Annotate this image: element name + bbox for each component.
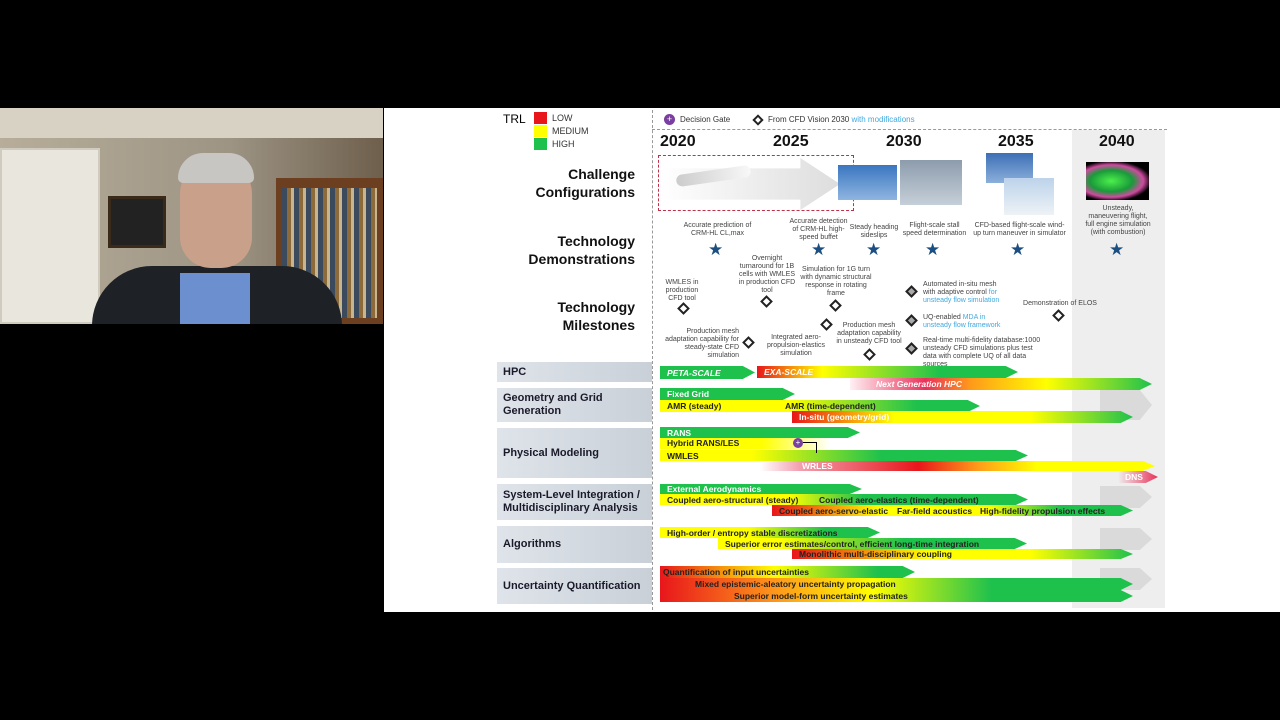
demo-caption: Unsteady, maneuvering flight, full engin… [1085, 205, 1151, 236]
demo-caption: Accurate detection of CRM-HL high-speed … [789, 218, 848, 241]
milestone-text-highlight: for unsteady flow simulation [923, 289, 1000, 304]
arrow-wrles: WRLES [760, 461, 1155, 471]
far-field-acoustics-label: Far-field acoustics [897, 506, 973, 516]
star-icon: ★ [1010, 240, 1026, 259]
transition-connector [803, 442, 817, 453]
trl-level-label: LOW [552, 113, 573, 123]
decision-gate-icon: + [664, 114, 675, 125]
star-icon: ★ [866, 240, 882, 259]
arrow-coupled-aero-structural: Coupled aero-structural (steady) [660, 494, 1028, 505]
year-2040: 2040 [1099, 133, 1135, 150]
framed-picture [108, 196, 166, 248]
milestone-caption: UQ-enabled MDA in unsteady flow framewor… [923, 314, 1003, 330]
from-vision-label: From CFD Vision 2030 with modifications [768, 115, 915, 124]
row-label-uq: Uncertainty Quantification [497, 568, 652, 604]
arrow-high-order: High-order / entropy stable discretizati… [660, 527, 880, 538]
arrow-peta-scale: PETA-SCALE [660, 366, 755, 379]
milestone-caption: Real-time multi-fidelity database:1000 u… [923, 337, 1041, 368]
milestone-caption: Demonstration of ELOS [1023, 300, 1097, 307]
row-label-hpc: HPC [497, 362, 652, 382]
milestone-text: UQ-enabled [923, 314, 961, 321]
door [0, 148, 100, 324]
trl-level-label: HIGH [552, 139, 575, 149]
challenge-configurations-header: Challenge Configurations [535, 166, 635, 200]
milestone-caption: Overnight turnaround for 1B cells with W… [738, 255, 796, 294]
arrow-external-aerodynamics: External Aerodynamics [660, 484, 862, 494]
milestone-caption: Automated in-situ mesh with adaptive con… [923, 281, 1003, 305]
row-label-system-level: System-Level Integration / Multidiscipli… [497, 484, 652, 520]
arrow-amr: AMR (steady) [660, 400, 980, 412]
star-icon: ★ [811, 240, 827, 259]
milestone-caption: Production mesh adaptation capability fo… [665, 328, 739, 359]
milestone-text-highlight: MDA in unsteady flow framework [923, 314, 1001, 329]
gray-arrow [1100, 486, 1152, 508]
arrow-next-gen-hpc: Next Generation HPC [850, 378, 1152, 390]
coupled-aero-elastics-label: Coupled aero-elastics (time-dependent) [819, 495, 979, 505]
arrow-fixed-grid: Fixed Grid [660, 388, 795, 400]
trl-swatch-medium [534, 125, 547, 137]
shirt [180, 273, 250, 324]
person-hair [178, 153, 254, 183]
arrow-rans: RANS [660, 427, 860, 438]
trl-label: TRL [503, 112, 526, 126]
arrow-amr-time-dependent-label: AMR (time-dependent) [785, 401, 876, 411]
arrow-monolithic-coupling: Monolithic multi-disciplinary coupling [792, 549, 1133, 559]
year-2035: 2035 [998, 133, 1034, 150]
milestone-caption: WMLES in production CFD tool [665, 279, 699, 302]
engine-simulation-image [1086, 162, 1149, 200]
demo-caption: CFD-based flight-scale wind-up turn mane… [973, 222, 1066, 237]
trl-swatch-high [534, 138, 547, 150]
aircraft-photo-2 [900, 160, 962, 205]
star-icon: ★ [1109, 240, 1125, 259]
hybrid-rans-les-label: Hybrid RANS/LES [667, 438, 740, 448]
demo-caption: Flight-scale stall speed determination [902, 222, 967, 237]
arrow-superior-model-form: Superior model-form uncertainty estimate… [660, 590, 1133, 602]
arrow-dns: DNS [1118, 471, 1158, 483]
trl-swatch-low [534, 112, 547, 124]
ceiling [0, 108, 383, 138]
decision-gate-icon: + [793, 438, 803, 448]
arrow-mixed-epistemic: Mixed epistemic-aleatory uncertainty pro… [660, 578, 1133, 590]
aircraft-photo-4 [1004, 178, 1054, 215]
bar-hybrid-rans-les [660, 438, 830, 449]
gray-arrow [1100, 528, 1152, 550]
year-2025: 2025 [773, 133, 809, 150]
year-2030: 2030 [886, 133, 922, 150]
milestone-caption: Production mesh adaptation capability in… [836, 322, 902, 345]
divider-vertical [652, 110, 653, 610]
arrow-quantification-input: Quantification of input uncertainties [660, 566, 915, 578]
milestone-caption: Integrated aero-propulsion-elastics simu… [767, 334, 825, 357]
webcam-video [0, 108, 383, 324]
high-fidelity-propulsion-label: High-fidelity propulsion effects [980, 506, 1106, 516]
arrow-label: AMR (steady) [667, 401, 722, 411]
arrow-exa-scale: EXA-SCALE [757, 366, 1018, 378]
milestone-text: Automated in-situ mesh with adaptive con… [923, 281, 997, 296]
arrow-coupled-aero-servo-elastic: Coupled aero-servo-elastic [772, 505, 1133, 516]
aircraft-photo-1 [838, 165, 897, 200]
technology-demonstrations-header: Technology Demonstrations [528, 233, 635, 267]
current-config-box [658, 155, 854, 211]
row-label-geometry: Geometry and Grid Generation [497, 388, 652, 422]
technology-milestones-header: Technology Milestones [557, 299, 635, 333]
with-modifications-text: with modifications [851, 115, 915, 124]
year-2020: 2020 [660, 133, 696, 150]
arrow-superior-error-estimates: Superior error estimates/control, effici… [718, 538, 1027, 549]
row-label-algorithms: Algorithms [497, 526, 652, 563]
decision-gate-label: Decision Gate [680, 115, 731, 124]
arrow-in-situ: In-situ (geometry/grid) [792, 411, 1133, 423]
star-icon: ★ [708, 240, 724, 259]
row-label-physical-modeling: Physical Modeling [497, 428, 652, 478]
divider-horizontal [652, 129, 1167, 130]
trl-level-label: MEDIUM [552, 126, 589, 136]
from-vision-text: From CFD Vision 2030 [768, 115, 850, 124]
demo-caption: Steady heading sideslips [849, 224, 899, 239]
milestone-caption: Simulation for 1G turn with dynamic stru… [800, 266, 872, 297]
star-icon: ★ [925, 240, 941, 259]
arrow-wmles: WMLES [660, 450, 1028, 461]
demo-caption: Accurate prediction of CRM-HL CL,max [683, 222, 752, 237]
